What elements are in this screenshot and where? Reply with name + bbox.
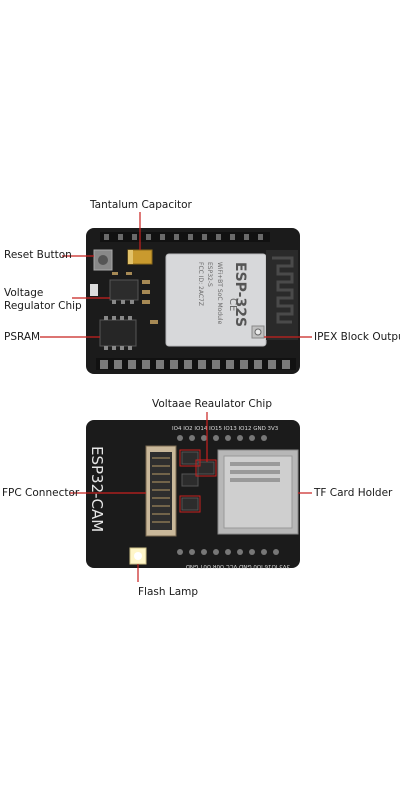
module-name: ESP-32S (232, 262, 248, 327)
back-bottom-pins: 3V3 IO16 IO0 GND VCC U0R U0T GND (186, 563, 290, 569)
voltage-regulator-chip (109, 279, 139, 301)
regulator-highlight-boxes (179, 449, 217, 513)
front-top-header (100, 232, 270, 242)
front-callouts (40, 212, 312, 338)
module-sub3: FCC ID: 2AC7Z (197, 262, 204, 306)
esp32s-module (165, 253, 267, 347)
flash-lamp-icon (134, 552, 142, 560)
front-bottom-header (96, 358, 296, 370)
label-flash-lamp: Flash Lamp (138, 586, 199, 598)
module-sub2: ESP32-S (206, 262, 213, 287)
front-board: ESP-32S WiFi+BT SoC Module ESP32-S FCC I… (86, 228, 300, 374)
label-psram: PSRAM (4, 331, 41, 343)
ipex-connector-icon (254, 328, 262, 336)
label-tf-card-holder: TF Card Holder (314, 487, 393, 499)
back-regulator-chip-1 (181, 451, 199, 465)
reset-button-icon (98, 255, 108, 265)
board-name: ESP32-CAM (88, 446, 106, 532)
module-sub1: WiFi+BT SoC Module (216, 262, 223, 325)
label-reset-button: Reset Button (4, 249, 72, 261)
label-voltaae-reaulator-chip: Voltaae Reaulator Chip (152, 398, 272, 410)
back-top-pins: IO4 IO2 IO14 IO15 IO13 IO12 GND 3V3 (172, 426, 279, 432)
ce-mark: CE (227, 298, 238, 311)
label-tantalum-capacitor: Tantalum Capacitor (90, 199, 192, 211)
back-callouts (70, 412, 312, 582)
label-voltage-regulator-line1: Voltage (4, 287, 44, 299)
label-voltage-regulator-line2: Regulator Chip (4, 300, 82, 312)
antenna-trace-icon (272, 256, 294, 324)
back-regulator-chip-2 (181, 473, 199, 487)
back-board: IO4 IO2 IO14 IO15 IO13 IO12 GND 3V3 3V3 … (86, 420, 300, 569)
label-fpc-connector: FPC Connector (2, 487, 80, 499)
psram-chip (99, 319, 137, 347)
back-regulator-chip-4 (197, 461, 215, 475)
label-ipex-block-output: IPEX Block Output (314, 331, 400, 343)
status-led (90, 284, 98, 296)
back-regulator-chip-3 (181, 497, 199, 511)
